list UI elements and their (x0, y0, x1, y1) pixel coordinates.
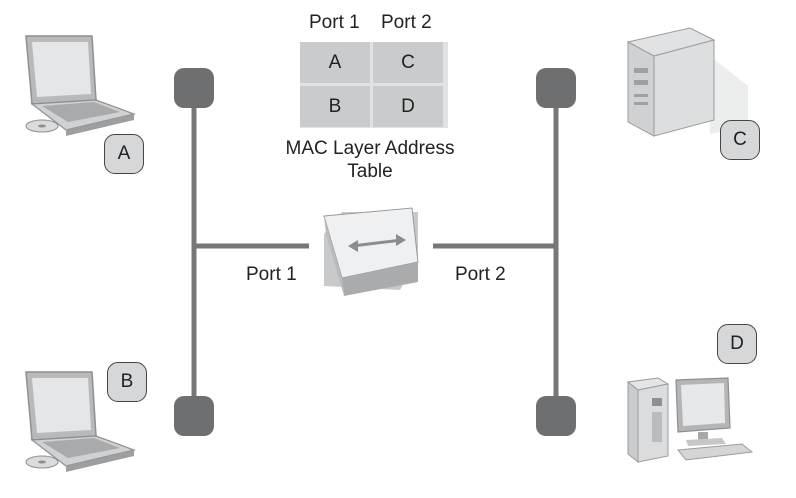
terminator-top-right (536, 68, 576, 108)
table-cell: C (373, 42, 443, 83)
device-label-b: B (107, 362, 147, 402)
terminator-bottom-left (174, 396, 214, 436)
table-caption-line-2: Table (347, 161, 393, 182)
table-caption-line-1: MAC Layer Address (285, 138, 455, 159)
table-cell: A (300, 42, 370, 83)
mac-address-table: A C B D (300, 42, 448, 128)
device-label-c: C (720, 120, 760, 160)
bridge-switch-icon (323, 207, 419, 296)
table-cell: D (373, 86, 443, 127)
table-cell: B (300, 86, 370, 127)
port-2-label: Port 2 (455, 264, 506, 285)
port-1-label: Port 1 (246, 264, 297, 285)
device-label-d: D (717, 324, 757, 364)
table-header-port-1: Port 1 (309, 12, 360, 33)
laptop-icon (25, 371, 137, 472)
terminator-bottom-right (536, 396, 576, 436)
laptop-icon (25, 35, 137, 136)
table-header-port-2: Port 2 (381, 12, 432, 33)
terminator-top-left (174, 68, 214, 108)
table-caption: MAC Layer Address Table (260, 137, 480, 183)
server-tower-icon (626, 27, 748, 137)
device-label-a: A (104, 134, 144, 174)
desktop-computer-icon (626, 377, 754, 464)
